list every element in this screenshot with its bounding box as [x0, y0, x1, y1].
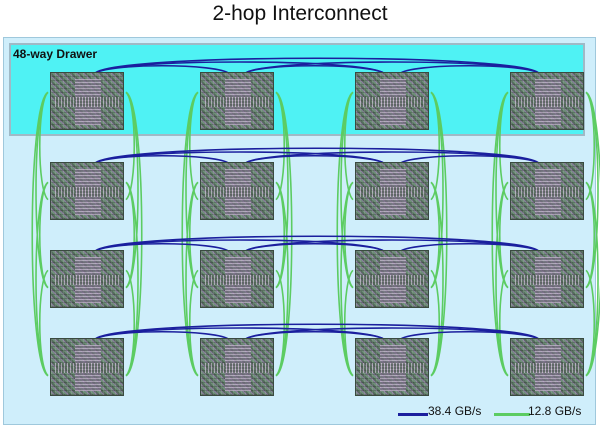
drawer-label: 48-way Drawer [13, 47, 98, 61]
column-link-right-c3-r2-r3 [585, 269, 595, 377]
processor-chip-r1-c1 [50, 72, 124, 130]
processor-chip-r1-c4 [510, 72, 584, 130]
row-link-r0-c2-c3 [398, 64, 541, 75]
processor-chip-r2-c1 [50, 162, 124, 220]
row-link-r3-c2-c3 [398, 330, 541, 341]
processor-chip-r4-c4 [510, 338, 584, 396]
processor-chip-r4-c2 [200, 338, 274, 396]
column-link-right-c3-r0-r3 [585, 91, 600, 377]
column-link-right-c0-r2-r3 [125, 269, 135, 377]
processor-chip-r1-c2 [200, 72, 274, 130]
column-link-left-c0-r2-r3 [39, 269, 49, 377]
processor-chip-r4-c3 [355, 338, 429, 396]
legend-green-swatch [494, 413, 530, 416]
processor-chip-r3-c2 [200, 250, 274, 308]
legend-blue-swatch [398, 413, 428, 416]
legend-blue-label: 38.4 GB/s [428, 404, 482, 418]
processor-chip-r4-c1 [50, 338, 124, 396]
processor-chip-r2-c2 [200, 162, 274, 220]
row-link-r1-c2-c3 [398, 154, 541, 165]
row-link-r2-c2-c3 [398, 242, 541, 253]
processor-chip-r3-c4 [510, 250, 584, 308]
legend-green-label: 12.8 GB/s [528, 404, 582, 418]
column-link-right-c1-r2-r3 [275, 269, 285, 377]
processor-chip-r2-c3 [355, 162, 429, 220]
column-link-right-c2-r2-r3 [430, 269, 440, 377]
processor-chip-r2-c4 [510, 162, 584, 220]
processor-chip-r3-c1 [50, 250, 124, 308]
column-link-left-c1-r2-r3 [189, 269, 199, 377]
column-link-left-c2-r2-r3 [344, 269, 354, 377]
processor-chip-r1-c3 [355, 72, 429, 130]
diagram-title: 2-hop Interconnect [212, 2, 388, 25]
column-link-left-c3-r2-r3 [499, 269, 509, 377]
processor-chip-r3-c3 [355, 250, 429, 308]
